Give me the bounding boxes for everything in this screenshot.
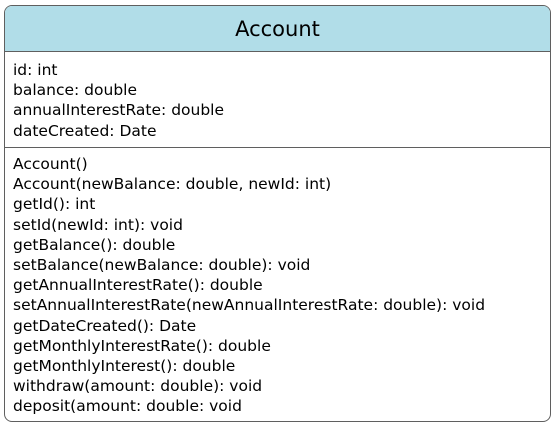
attribute-id: id: int <box>13 61 58 79</box>
attribute-balance: balance: double <box>13 81 137 100</box>
class-name: Account <box>5 6 550 52</box>
attribute-date-created: dateCreated: Date <box>13 121 157 140</box>
operation-get-monthly-interest: getMonthlyInterest(): double <box>13 357 236 376</box>
operation-get-annual-interest-rate: getAnnualInterestRate(): double <box>13 276 263 295</box>
operation-get-id: getId(): int <box>13 195 96 214</box>
operation-set-id: setId(newId: int): void <box>13 215 183 234</box>
operation-set-balance: setBalance(newBalance: double): void <box>13 256 311 275</box>
operation-withdraw: withdraw(amount: double): void <box>13 377 263 396</box>
attribute-annual-interest-rate: annualInterestRate: double <box>13 101 225 120</box>
account-class-box: Account id: int balance: double annualIn… <box>4 5 551 422</box>
operation-get-date-created: getDateCreated(): Date <box>13 316 197 335</box>
operations-section: Account() Account(newBalance: double, ne… <box>5 148 550 417</box>
operation-deposit: deposit(amount: double: void <box>13 397 242 416</box>
operation-get-balance: getBalance(): double <box>13 235 176 254</box>
attributes-section: id: int balance: double annualInterestRa… <box>5 52 550 148</box>
operation-set-annual-interest-rate: setAnnualInterestRate(newAnnualInterestR… <box>13 296 486 315</box>
operation-account-constructor: Account(newBalance: double, newId: int) <box>13 175 332 194</box>
operation-get-monthly-interest-rate: getMonthlyInterestRate(): double <box>13 336 271 355</box>
operation-account-default-constructor: Account() <box>13 155 88 173</box>
